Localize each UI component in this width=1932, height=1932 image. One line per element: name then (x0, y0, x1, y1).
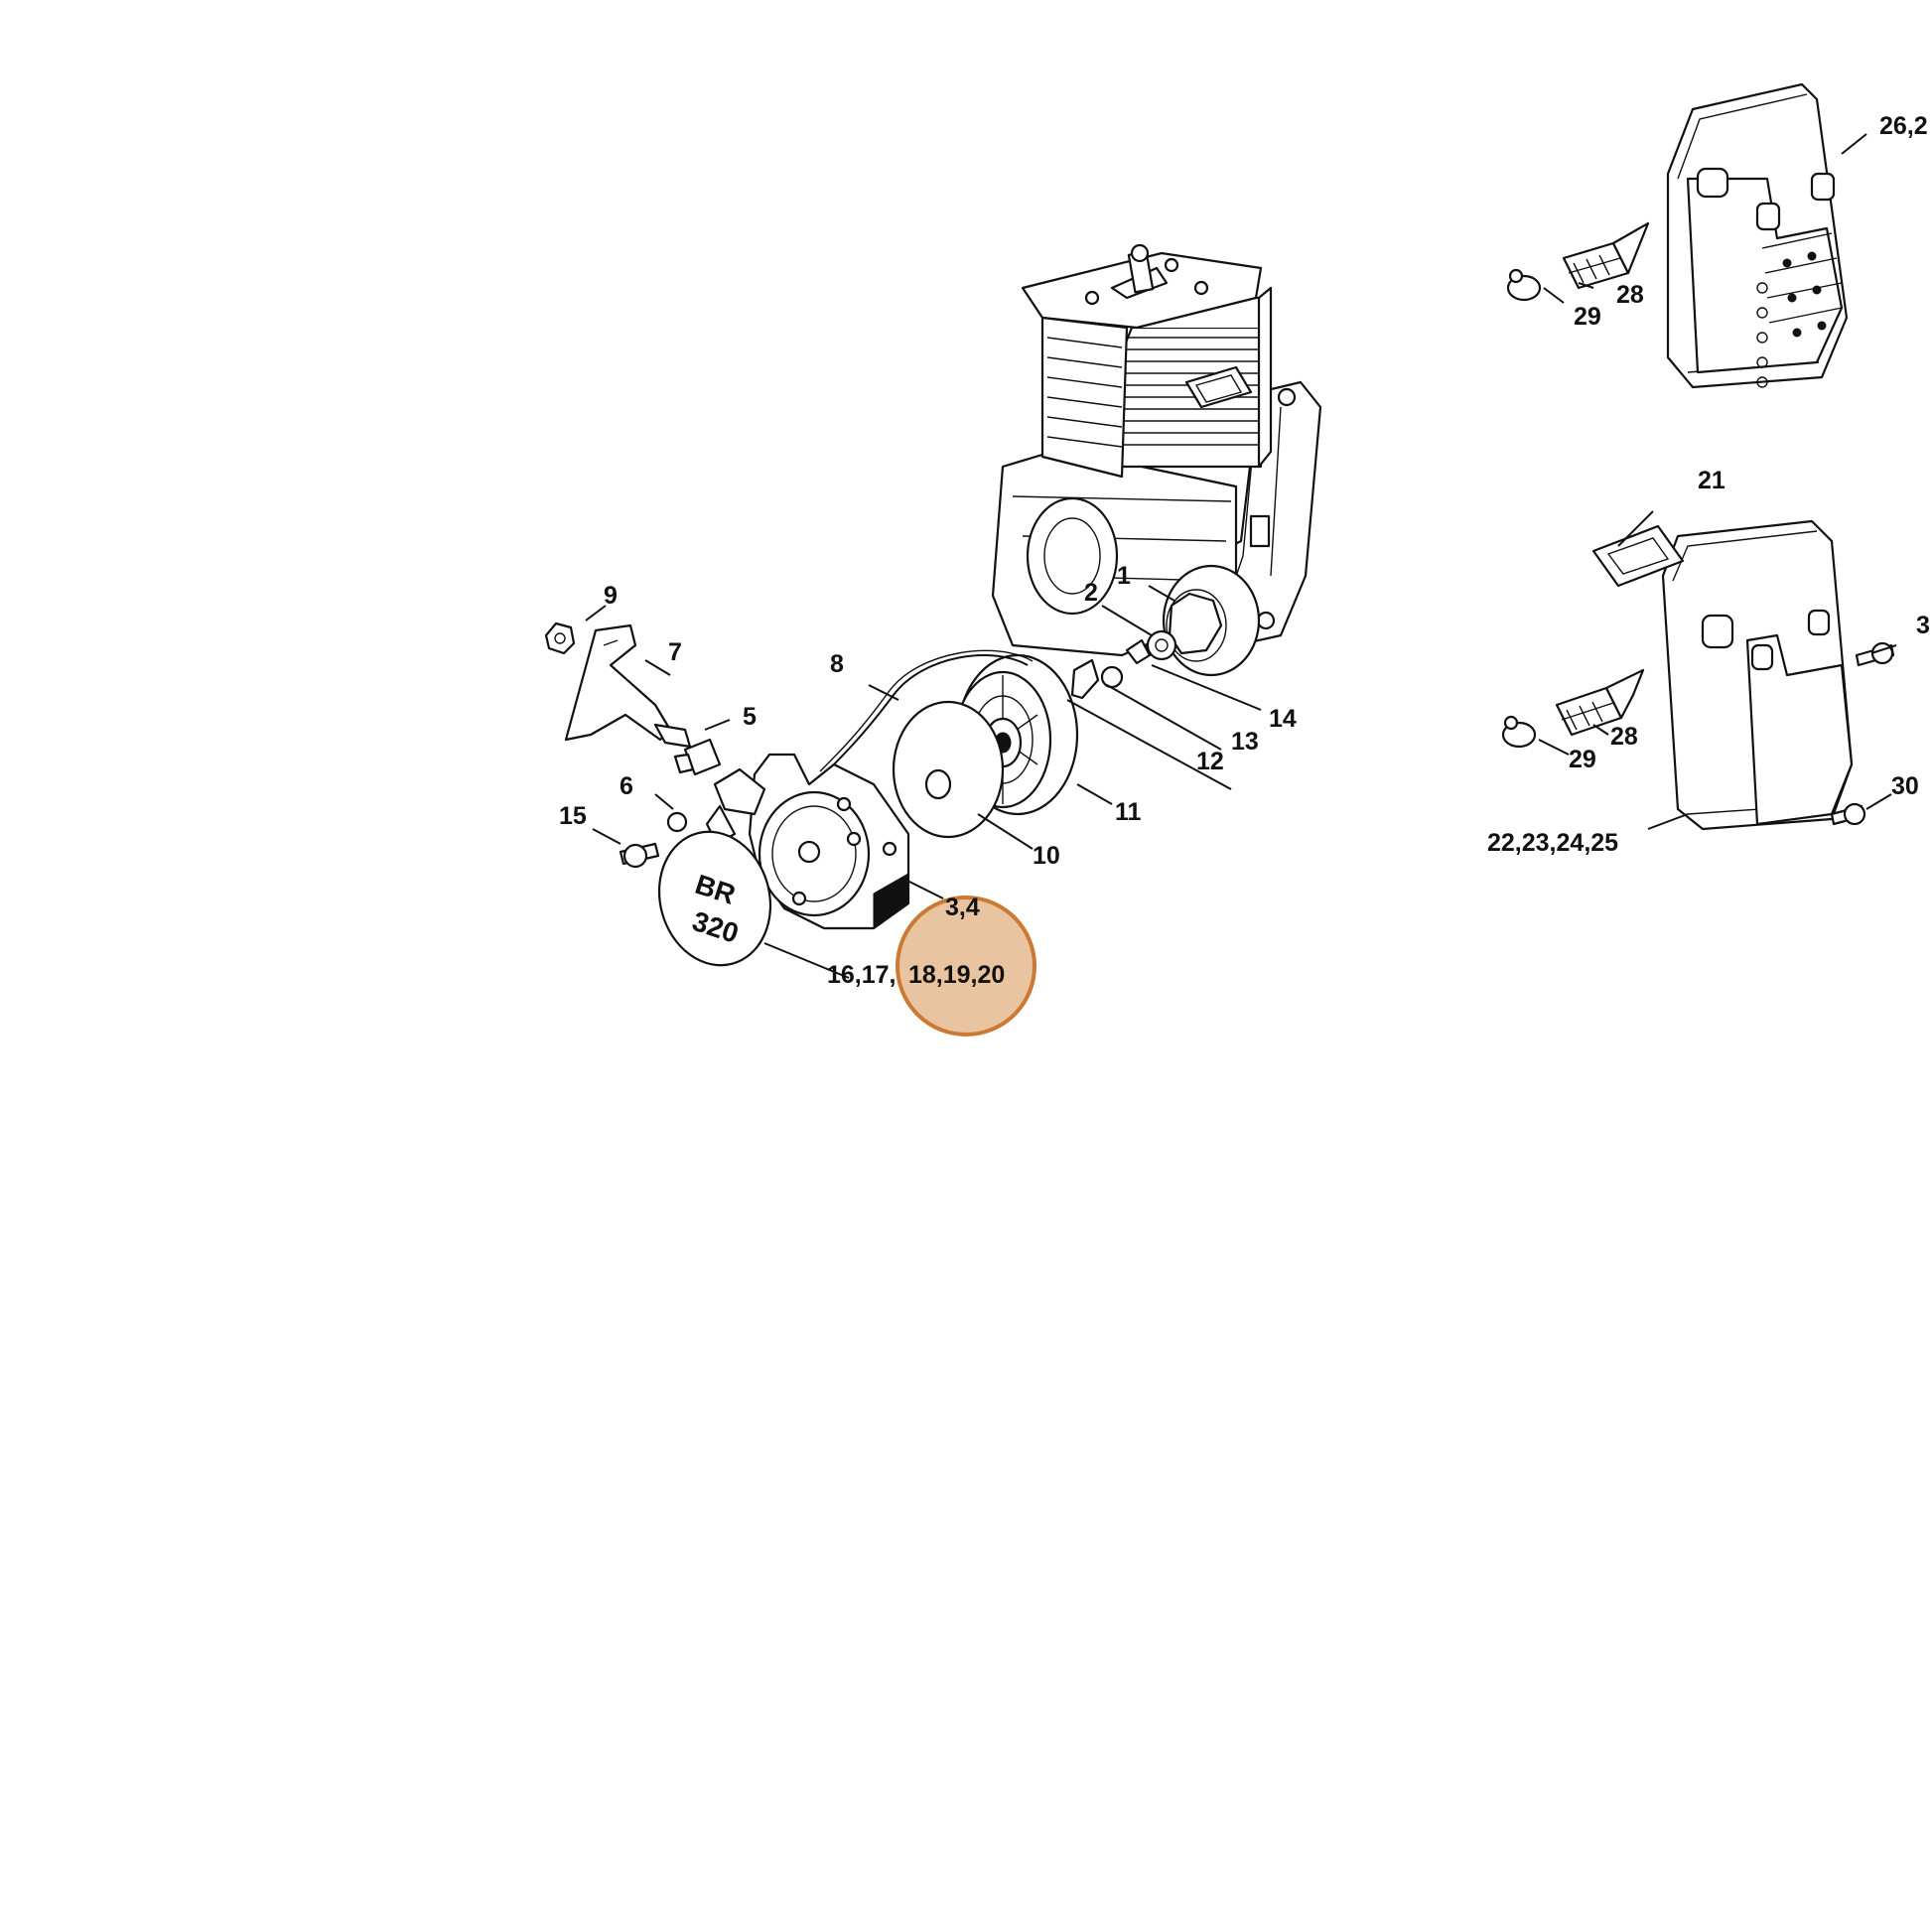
callout-9: 9 (604, 582, 618, 610)
muffler-upper (1666, 82, 1849, 389)
callout-10: 10 (1033, 842, 1060, 870)
spark-arrestor-lower (1501, 668, 1645, 749)
callout-6: 6 (620, 772, 633, 800)
nut (544, 621, 576, 655)
spring-cover-disc (892, 700, 1005, 839)
callout-7: 7 (668, 638, 682, 666)
callout-13: 13 (1231, 728, 1259, 756)
starter-rope-outer (819, 649, 1034, 772)
model-decal: BR 320 (657, 830, 772, 967)
starter-rope (823, 654, 1029, 775)
screw (619, 842, 660, 869)
callout-labels: 1 2 3,4 5 6 7 8 9 10 11 12 13 14 15 16,1… (559, 112, 1930, 989)
callout-15: 15 (559, 802, 587, 830)
muffler-lower (1661, 519, 1854, 831)
spring-clip (1125, 638, 1152, 665)
callout-5: 5 (743, 703, 757, 731)
callout-28-lower: 28 (1610, 723, 1638, 751)
starter-pawl-carrier (1146, 564, 1261, 677)
gasket (1591, 524, 1685, 588)
callout-8: 8 (830, 650, 844, 678)
callout-11: 11 (1115, 798, 1142, 826)
highlight-circle[interactable] (896, 896, 1036, 1036)
washer (1100, 665, 1124, 689)
leader-lines (585, 133, 1897, 979)
callout-21: 21 (1698, 467, 1725, 494)
callout-28-upper: 28 (1616, 281, 1644, 309)
spark-arrestor-upper (1506, 221, 1650, 302)
callout-29-upper: 29 (1574, 303, 1601, 331)
callout-30: 30 (1891, 772, 1919, 800)
spring-cover-hole (924, 768, 952, 800)
callout-2: 2 (1084, 579, 1098, 607)
callout-26: 26,2 (1879, 112, 1928, 140)
engine-block (991, 243, 1322, 657)
rope-guide-bush-shaft (673, 753, 695, 774)
callout-29-lower: 29 (1569, 746, 1596, 773)
callout-3-4: 3,4 (945, 894, 980, 921)
callout-16-17: 16,17, (827, 961, 897, 989)
callout-12: 12 (1196, 748, 1224, 775)
callout-1: 1 (1117, 562, 1131, 590)
pawl (1070, 658, 1100, 700)
callout-22-25: 22,23,24,25 (1487, 829, 1618, 857)
washer-small (666, 811, 688, 833)
callout-3-right: 3 (1916, 612, 1930, 639)
callout-18-19-20: 18,19,20 (908, 961, 1005, 989)
fan-housing (705, 753, 910, 930)
callout-14: 14 (1269, 705, 1297, 733)
gasket-inner (1606, 537, 1670, 575)
